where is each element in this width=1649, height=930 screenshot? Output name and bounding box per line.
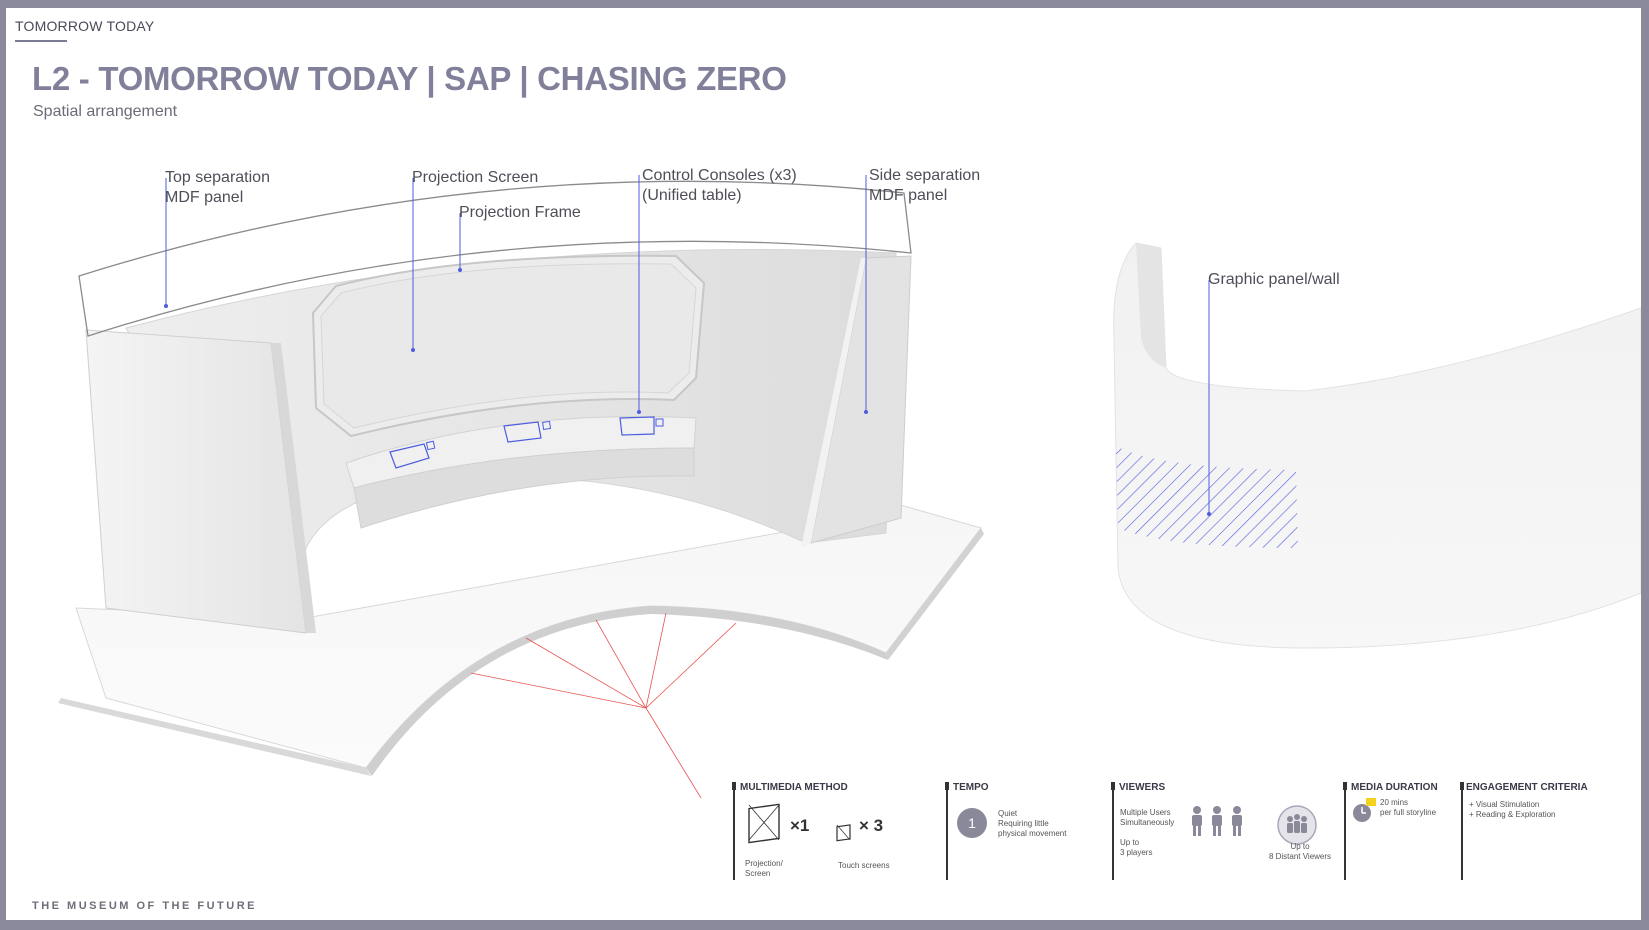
- callout-control-consoles-line2: (Unified table): [642, 187, 742, 204]
- callout-projection-frame: Projection Frame: [459, 204, 581, 221]
- left-separation-panel: [85, 329, 307, 634]
- legend-multimedia-bar: [733, 782, 735, 880]
- callout-control-consoles: Control Consoles (x3) (Unified table): [642, 166, 797, 206]
- tempo-desc-line3: physical movement: [998, 829, 1067, 838]
- projection-label-line2: Screen: [745, 869, 771, 878]
- duration-desc-line2: per full storyline: [1380, 808, 1437, 817]
- legend-viewers-bar: [1112, 782, 1114, 880]
- callout-side-separation: Side separation MDF panel: [869, 166, 980, 206]
- legend-tempo-title: TEMPO: [953, 782, 989, 793]
- duration-description: 20 mins per full storyline: [1380, 798, 1436, 818]
- tempo-desc-line1: Quiet: [998, 809, 1018, 818]
- touch-label: Touch screens: [838, 861, 890, 870]
- duration-desc-line1: 20 mins: [1380, 798, 1409, 807]
- viewers-players: Up to 3 players: [1120, 838, 1152, 858]
- legend-engagement-bar: [1461, 782, 1463, 880]
- legend-viewers-title: VIEWERS: [1119, 782, 1166, 793]
- viewers-distant: Up to 8 Distant Viewers: [1265, 842, 1335, 862]
- viewers-distant-line1: Up to: [1290, 842, 1310, 851]
- touch-screen-icon: [836, 824, 851, 842]
- viewers-users-line2: Simultaneously: [1120, 818, 1175, 827]
- callout-projection-screen: Projection Screen: [412, 169, 539, 186]
- callout-side-separation-line1: Side separation: [869, 167, 981, 184]
- top-separation-band: [78, 180, 912, 337]
- callout-top-separation: Top separation MDF panel: [165, 168, 270, 208]
- callout-graphic-panel: Graphic panel/wall: [1208, 271, 1340, 288]
- engagement-item-visual: + Visual Stimulation: [1469, 800, 1540, 809]
- brand-underline: [15, 40, 67, 42]
- distant-viewers-icon: [1277, 805, 1317, 845]
- page-title: L2 - TOMORROW TODAY | SAP | CHASING ZERO: [32, 60, 787, 97]
- tempo-desc-line2: Requiring little: [998, 819, 1049, 828]
- players-icon: [1192, 806, 1242, 836]
- tempo-level-badge: 1: [957, 808, 987, 838]
- legend-duration-title: MEDIA DURATION: [1351, 782, 1438, 793]
- graphic-wall: [1113, 242, 1641, 649]
- projection-label: Projection/ Screen: [745, 859, 783, 879]
- projection-count: ×1: [790, 816, 810, 835]
- callout-side-separation-line2: MDF panel: [869, 187, 948, 204]
- projection-screen: [320, 263, 697, 429]
- viewers-players-line2: 3 players: [1120, 848, 1153, 857]
- viewers-users: Multiple Users Simultaneously: [1120, 808, 1174, 828]
- graphic-hatch-area: [1116, 446, 1298, 548]
- engagement-item-reading: + Reading & Exploration: [1469, 810, 1556, 819]
- tempo-description: Quiet Requiring little physical movement: [998, 809, 1066, 839]
- slide: TOMORROW TODAY L2 - TOMORROW TODAY | SAP…: [6, 8, 1641, 920]
- projection-label-line1: Projection/: [745, 859, 783, 868]
- callout-control-consoles-line1: Control Consoles (x3): [642, 167, 797, 184]
- callout-leaders: [165, 175, 1210, 514]
- footer-label: THE MUSEUM OF THE FUTURE: [32, 900, 257, 912]
- viewers-players-line1: Up to: [1120, 838, 1140, 847]
- console-table: [345, 415, 697, 529]
- floor-platform: [58, 497, 984, 776]
- spatial-illustration: [58, 175, 1641, 799]
- callout-top-separation-line2: MDF panel: [165, 189, 244, 206]
- projection-icon: [748, 803, 780, 844]
- legend-multimedia-title: MULTIMEDIA METHOD: [740, 782, 848, 793]
- engagement-list: + Visual Stimulation + Reading & Explora…: [1469, 800, 1556, 820]
- callout-top-separation-line1: Top separation: [165, 169, 270, 186]
- legend-tempo-bar: [946, 782, 948, 880]
- page-subtitle: Spatial arrangement: [33, 103, 178, 120]
- callout-dots: [164, 268, 1211, 516]
- legend-engagement-title: ENGAGEMENT CRITERIA: [1466, 782, 1588, 793]
- viewers-users-line1: Multiple Users: [1120, 808, 1171, 817]
- legend-duration-bar: [1344, 782, 1346, 880]
- clock-icon: [1353, 798, 1376, 822]
- viewers-distant-line2: 8 Distant Viewers: [1268, 852, 1332, 861]
- brand-label: TOMORROW TODAY: [15, 18, 155, 34]
- touch-count: × 3: [859, 816, 884, 835]
